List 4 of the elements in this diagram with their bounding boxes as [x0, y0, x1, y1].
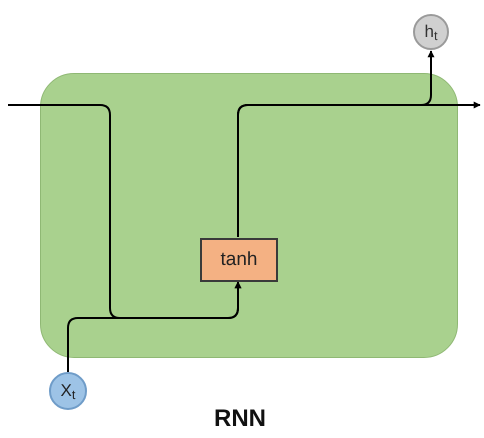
arrow [67, 281, 242, 372]
tanh-box: tanh [200, 238, 278, 282]
cell-box [40, 73, 458, 358]
caption: RNN [213, 404, 267, 434]
